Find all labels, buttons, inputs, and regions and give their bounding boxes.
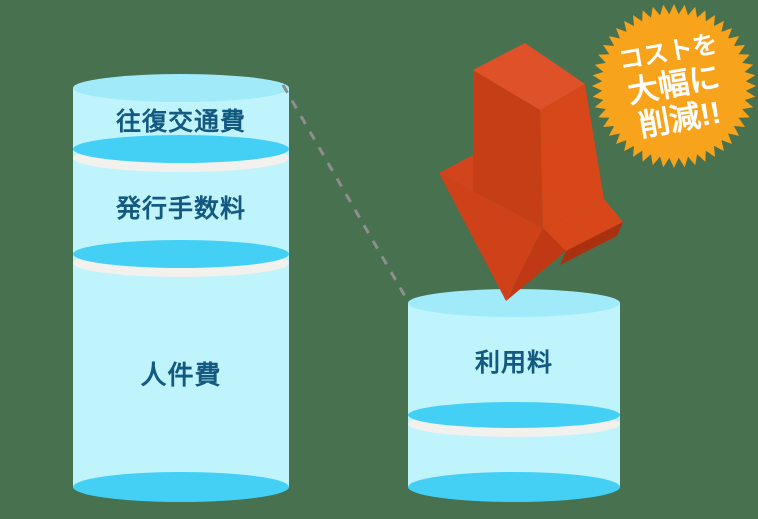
arrow-head-right-face: [506, 228, 566, 301]
cylinder-body: [408, 303, 620, 487]
arrow-right-wing-underside: [560, 222, 623, 265]
cost-reduction-arrow: [439, 43, 623, 301]
divider-ellipse: [408, 402, 620, 428]
badge-starburst: [592, 4, 756, 168]
comparison-dashed-line: [281, 84, 408, 299]
segment-label-personnel: 人件費: [140, 360, 221, 390]
arrow-head-front-face: [439, 173, 543, 301]
divider-ellipse: [73, 240, 289, 268]
segment-label-usage-fee: 利用料: [475, 349, 553, 377]
divider-ellipse: [73, 135, 289, 163]
arrow-shaft-front-face: [473, 70, 543, 228]
cylinder-bottom-ellipse: [73, 472, 289, 502]
arrow-left-wing-face: [439, 155, 473, 191]
arrow-shaft-right-face: [540, 84, 604, 228]
arrow-shaft-top-face: [473, 43, 585, 110]
segment-label-issuance-fee: 発行手数料: [115, 195, 246, 223]
after-cylinder: 利用料: [408, 289, 620, 502]
cost-reduction-badge: コストを 大幅に 削減!!: [592, 4, 756, 168]
cylinder-top-ellipse: [408, 289, 620, 317]
segment-label-transportation: 往復交通費: [116, 107, 246, 136]
arrow-right-wing-face: [543, 199, 623, 251]
before-cylinder: 往復交通費 発行手数料 人件費: [73, 74, 289, 502]
cylinder-top-ellipse: [73, 74, 289, 102]
cylinder-bottom-ellipse: [408, 472, 620, 502]
